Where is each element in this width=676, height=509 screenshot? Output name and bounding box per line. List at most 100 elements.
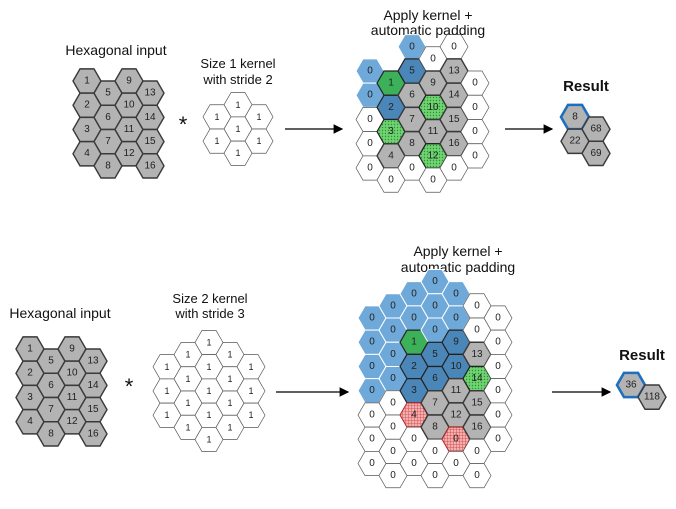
padded-cell-value: 0 — [367, 90, 373, 101]
padded-cell-value: 0 — [495, 434, 501, 445]
kernel2-cell-value: 1 — [185, 374, 190, 384]
input-cell-value: 15 — [144, 136, 156, 147]
input-cell-value: 3 — [27, 392, 33, 403]
kernel2-cell-value: 1 — [164, 362, 169, 372]
padded-cell-value: 0 — [390, 325, 396, 336]
input-cell-value: 16 — [144, 160, 156, 171]
padded-cell-value: 0 — [388, 175, 394, 186]
apply-label-top-line2: automatic padding — [371, 22, 485, 38]
padded-cell-value: 0 — [367, 138, 373, 149]
padded-cell-value: 7 — [409, 114, 415, 125]
padded-cell-value: 7 — [432, 397, 438, 408]
result2-cell-value: 118 — [644, 392, 660, 403]
kernel2-cell-value: 1 — [227, 422, 232, 432]
padded-cell-value: 0 — [369, 409, 375, 420]
padded-cell-value: 0 — [453, 313, 459, 324]
input-cell-value: 5 — [105, 88, 111, 99]
kernel2-cell-value: 1 — [164, 386, 169, 396]
input-cell-value: 4 — [27, 416, 33, 427]
kernel2-label-line1: Size 2 kernel — [172, 291, 247, 306]
padded-cell-value: 9 — [430, 78, 436, 89]
padded-cell-value: 0 — [495, 361, 501, 372]
padded-cell-value: 0 — [390, 397, 396, 408]
padded-cell-value: 0 — [390, 470, 396, 481]
input-cell-value: 13 — [87, 356, 99, 367]
padded-cell-value: 0 — [495, 385, 501, 396]
padded-cell-value: 0 — [472, 150, 478, 161]
padded-cell-value: 0 — [411, 313, 417, 324]
padded-cell-value: 1 — [388, 78, 394, 89]
padded-cell-value: 0 — [474, 470, 480, 481]
kernel2-cell-value: 1 — [185, 398, 190, 408]
kernel2-cell-value: 1 — [206, 338, 211, 348]
kernel1-cell-hex — [223, 140, 253, 166]
input-cell-value: 4 — [84, 148, 90, 159]
padded-cell-value: 0 — [432, 276, 438, 287]
kernel2-cell-value: 1 — [206, 386, 211, 396]
kernel1-cell-value: 1 — [256, 136, 261, 146]
padded-cell-value: 0 — [390, 300, 396, 311]
padded-grid-bottom: 0000000000000000012340000056780000910111… — [357, 269, 513, 489]
input-cell-value: 1 — [27, 344, 33, 355]
kernel1-label-line2: with stride 2 — [202, 72, 272, 87]
padded-cell-value: 10 — [450, 361, 462, 372]
padded-cell-value: 0 — [411, 458, 417, 469]
input-cell-value: 12 — [66, 416, 78, 427]
padded-cell-hex — [460, 143, 490, 169]
kernel1-cell-value: 1 — [235, 148, 240, 158]
padded-cell-value: 5 — [409, 66, 415, 77]
kernel2-cell-value: 1 — [227, 350, 232, 360]
padded-cell-value: 4 — [388, 150, 394, 161]
input-cell-value: 8 — [105, 160, 111, 171]
convolution-operator-top: * — [179, 112, 188, 137]
padded-cell-value: 0 — [367, 66, 373, 77]
input-cell-value: 14 — [87, 380, 99, 391]
padded-cell-value: 3 — [411, 385, 417, 396]
result1-cell-value: 22 — [569, 136, 581, 147]
apply-label-top-line1: Apply kernel + — [383, 7, 472, 23]
padded-cell-value: 0 — [453, 288, 459, 299]
padded-cell-value: 0 — [369, 385, 375, 396]
kernel2-cell-value: 1 — [185, 350, 190, 360]
input-cell-value: 16 — [87, 428, 99, 439]
kernel2-cell-value: 1 — [248, 362, 253, 372]
padded-cell-value: 6 — [409, 90, 415, 101]
padded-cell-value: 0 — [474, 300, 480, 311]
padded-cell-value: 0 — [369, 434, 375, 445]
padded-cell-value: 0 — [367, 162, 373, 173]
input-cell-value: 14 — [144, 112, 156, 123]
padded-cell-value: 0 — [451, 41, 457, 52]
input-cell-value: 7 — [48, 404, 54, 415]
input-cell-hex — [78, 421, 108, 447]
padded-cell-value: 12 — [427, 150, 439, 161]
kernel1-label-line1: Size 1 kernel — [200, 56, 275, 71]
padded-cell-value: 14 — [448, 90, 460, 101]
input-cell-value: 2 — [27, 368, 33, 379]
kernel2-cell-value: 1 — [248, 410, 253, 420]
input-cell-value: 5 — [48, 356, 54, 367]
input-cell-value: 13 — [144, 88, 156, 99]
convolution-operator-bottom: * — [125, 374, 134, 399]
kernel2-label-line2: with stride 3 — [174, 306, 244, 321]
padded-cell-value: 0 — [432, 470, 438, 481]
kernel2-cell-value: 1 — [206, 362, 211, 372]
padded-cell-value: 5 — [432, 349, 438, 360]
hex-input-label-bottom: Hexagonal input — [9, 305, 110, 321]
padded-cell-value: 6 — [432, 373, 438, 384]
padded-cell-value: 0 — [432, 446, 438, 457]
padded-cell-value: 0 — [369, 313, 375, 324]
padded-cell-value: 16 — [448, 138, 460, 149]
padded-cell-value: 0 — [472, 78, 478, 89]
kernel2-cell-value: 1 — [227, 374, 232, 384]
input-cell-value: 9 — [69, 344, 75, 355]
input-cell-value: 12 — [123, 148, 135, 159]
padded-cell-value: 13 — [448, 66, 460, 77]
input-cell-value: 2 — [84, 100, 90, 111]
padded-cell-value: 0 — [432, 325, 438, 336]
result2-cell-hex — [637, 384, 667, 410]
